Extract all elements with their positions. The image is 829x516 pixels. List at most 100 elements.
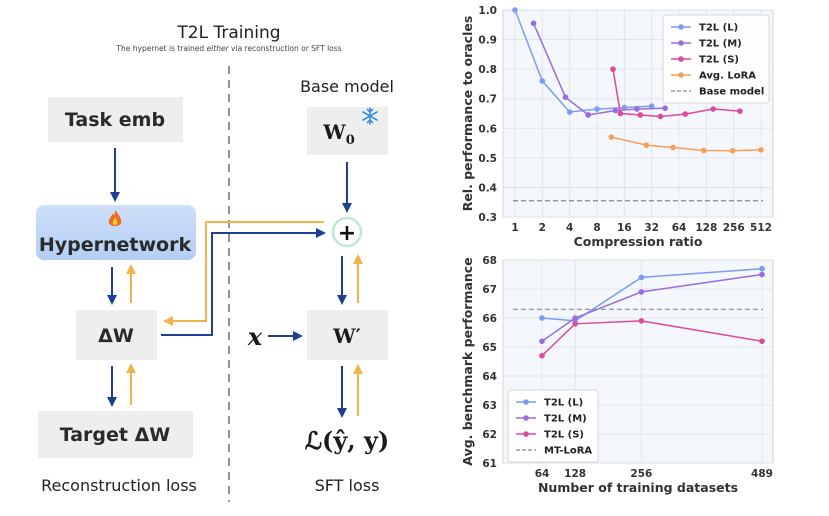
y-tick-label: 0.7: [478, 94, 497, 106]
w-prime-box: [307, 310, 388, 360]
hypernetwork-box: [36, 205, 196, 260]
x-tick-label: 8: [593, 222, 600, 234]
legend-entry: T2L (S): [544, 430, 584, 441]
y-tick-label: 64: [482, 371, 497, 383]
series-line: [541, 320, 763, 357]
plus-symbol: +: [338, 221, 356, 246]
data-point: [512, 7, 518, 13]
data-point: [758, 147, 764, 153]
legend-entry: T2L (L): [699, 23, 738, 34]
legend-marker: [523, 431, 529, 437]
data-point: [539, 338, 545, 345]
grad-arrow-plus-to-dw: [163, 221, 324, 326]
data-point: [617, 110, 624, 117]
data-point: [539, 78, 546, 84]
delta-w-label: ΔW: [98, 325, 134, 347]
w0-label: W0: [322, 120, 355, 148]
delta-w-box: [76, 310, 157, 360]
y-tick-label: 0.8: [478, 64, 497, 76]
y-tick-label: 1.0: [478, 5, 497, 17]
data-point: [608, 134, 615, 140]
hypernetwork-label: Hypernetwork: [39, 234, 192, 256]
data-point: [759, 271, 765, 278]
y-tick-label: 0.4: [478, 182, 497, 194]
data-point: [612, 107, 619, 114]
series-line: [541, 273, 763, 342]
diagram-title: T2L Training: [176, 23, 280, 43]
loss-expression: ℒ(ŷ, y): [305, 426, 390, 455]
x-tick-label: 128: [695, 222, 717, 234]
y-axis-label: Rel. performance to oracles: [460, 16, 475, 212]
y-tick-label: 0.6: [478, 123, 497, 135]
legend-marker: [523, 399, 529, 405]
x-tick-label: 16: [617, 222, 632, 234]
data-point: [638, 289, 645, 295]
x-tick-label: 256: [723, 222, 745, 234]
target-delta-w-label: Target ΔW: [60, 424, 171, 446]
data-point: [562, 94, 569, 101]
x-tick-label: 2: [539, 222, 546, 234]
data-point: [648, 103, 655, 109]
x-tick-label: 64: [672, 222, 687, 234]
legend-box: [662, 14, 770, 104]
x-input-label: x: [247, 322, 263, 351]
data-point: [710, 106, 716, 112]
legend-marker: [523, 415, 529, 421]
legend-entry: T2L (S): [699, 55, 739, 66]
data-point: [682, 111, 689, 117]
legend-entry: T2L (L): [544, 398, 583, 409]
data-point: [539, 352, 545, 359]
data-point: [759, 265, 765, 272]
legend-marker: [678, 24, 684, 30]
reconstruction-loss-caption: Reconstruction loss: [41, 476, 197, 495]
data-point: [621, 104, 628, 111]
y-tick-label: 0.9: [478, 35, 497, 47]
data-point: [700, 147, 707, 154]
sft-loss-caption: SFT loss: [315, 476, 380, 495]
data-point: [594, 106, 600, 112]
arrow-dw-to-plus: [161, 228, 326, 336]
legend-entry: Base model: [699, 87, 764, 98]
w0-box: [307, 107, 388, 155]
legend-entry: Avg. LoRA: [699, 71, 756, 82]
x-tick-label: 489: [751, 468, 773, 480]
data-point: [566, 109, 573, 115]
training-diagram: T2L Training The hypernet is trained eit…: [36, 23, 394, 502]
y-tick-label: 0.5: [478, 153, 497, 165]
data-point: [657, 113, 664, 120]
x-tick-label: 512: [750, 222, 772, 234]
data-point: [530, 20, 537, 27]
x-tick-label: 256: [630, 468, 652, 480]
x-tick-label: 1: [511, 222, 518, 234]
y-tick-label: 63: [482, 400, 497, 412]
legend-marker: [678, 56, 684, 62]
data-point: [572, 321, 578, 327]
task-emb-label: Task emb: [65, 109, 165, 131]
data-point: [585, 112, 592, 118]
x-axis-label: Compression ratio: [574, 234, 703, 249]
legend-entry: MT-LoRA: [544, 446, 592, 457]
y-tick-label: 61: [482, 458, 497, 470]
data-point: [637, 112, 644, 118]
y-tick-label: 0.3: [478, 212, 497, 224]
w-prime-label: W′: [332, 324, 361, 348]
legend-marker: [678, 72, 684, 78]
data-point: [634, 106, 640, 112]
fire-icon: [108, 210, 122, 226]
series-line: [532, 23, 666, 116]
data-point: [737, 108, 743, 114]
data-point: [638, 318, 645, 324]
data-point: [670, 144, 676, 151]
base-model-caption: Base model: [300, 77, 394, 96]
data-point: [610, 66, 616, 72]
legend-entry: T2L (M): [699, 39, 742, 50]
data-point: [759, 338, 765, 345]
y-tick-label: 66: [482, 313, 497, 325]
x-tick-label: 32: [644, 222, 659, 234]
series-line: [611, 136, 762, 152]
data-point: [729, 147, 736, 154]
data-point: [662, 105, 668, 111]
